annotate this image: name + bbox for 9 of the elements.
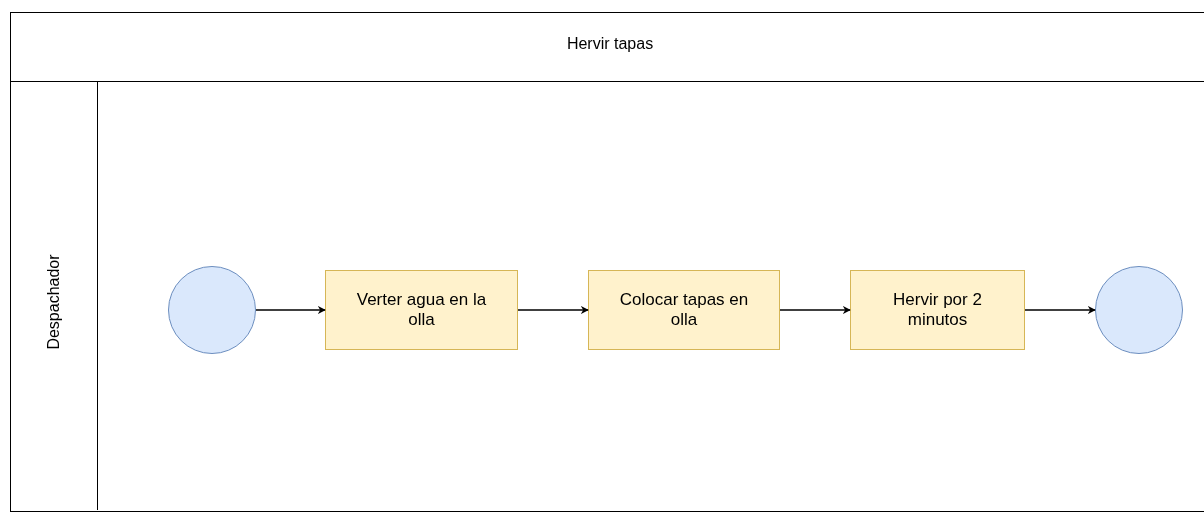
arrow bbox=[779, 306, 851, 314]
arrow bbox=[517, 306, 589, 314]
process-box: Verter agua en la olla bbox=[325, 270, 518, 350]
process-box: Colocar tapas en olla bbox=[588, 270, 780, 350]
lane-label: Despachador bbox=[45, 254, 63, 350]
process-box: Hervir por 2 minutos bbox=[850, 270, 1025, 350]
arrow bbox=[1024, 306, 1096, 314]
arrow bbox=[255, 306, 326, 314]
pool-title: Hervir tapas bbox=[565, 35, 655, 53]
